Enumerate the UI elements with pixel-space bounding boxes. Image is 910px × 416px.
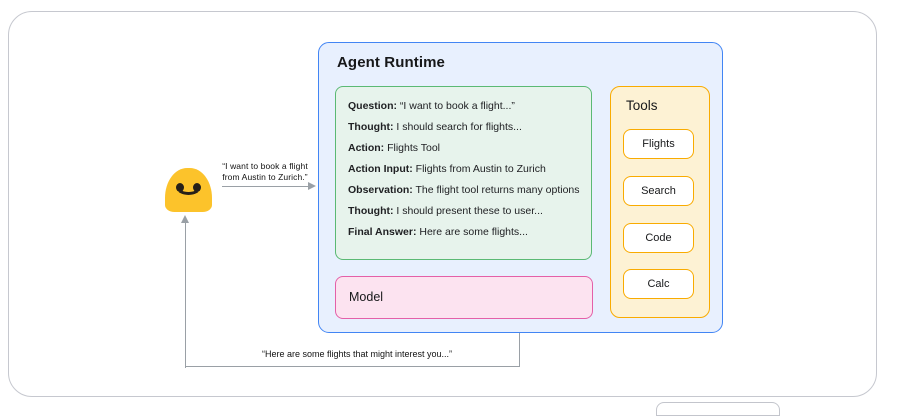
model-box: Model — [335, 276, 593, 319]
trace-label: Final Answer: — [348, 226, 417, 238]
trace-label: Action Input: — [348, 163, 413, 175]
trace-text: Flights from Austin to Zurich — [412, 163, 546, 175]
tools-title: Tools — [626, 98, 658, 113]
trace-label: Thought: — [348, 121, 394, 133]
trace-line-action: Action: Flights Tool — [348, 138, 583, 159]
agent-runtime-box: Agent Runtime Question: “I want to book … — [318, 42, 723, 333]
trace-label: Action: — [348, 142, 385, 154]
request-arrow-line — [222, 186, 310, 187]
tool-button-calc[interactable]: Calc — [623, 269, 694, 299]
reasoning-trace-box: Question: “I want to book a flight...” T… — [335, 86, 592, 260]
agent-response-label: “Here are some flights that might intere… — [261, 349, 453, 359]
user-request-label: “I want to book a flight from Austin to … — [210, 161, 320, 183]
response-arrow-head-icon — [181, 215, 189, 223]
tool-button-code[interactable]: Code — [623, 223, 694, 253]
trace-line-thought2: Thought: I should present these to user.… — [348, 201, 583, 222]
response-arrow-vertical — [185, 223, 186, 368]
trace-text: I should present these to user... — [393, 205, 543, 217]
trace-line-question: Question: “I want to book a flight...” — [348, 96, 583, 117]
trace-text: Flights Tool — [384, 142, 441, 154]
user-request-line2: from Austin to Zurich.” — [222, 172, 308, 183]
response-arrow-elbow — [186, 332, 520, 367]
trace-text: “I want to book a flight...” — [397, 100, 515, 112]
trace-text: The flight tool returns many options — [412, 184, 580, 196]
trace-label: Observation: — [348, 184, 413, 196]
cutoff-bottom-button[interactable] — [656, 402, 780, 416]
trace-label: Thought: — [348, 205, 394, 217]
trace-line-final-answer: Final Answer: Here are some flights... — [348, 222, 583, 243]
trace-label: Question: — [348, 100, 397, 112]
model-label: Model — [349, 290, 384, 304]
trace-line-thought1: Thought: I should search for flights... — [348, 117, 583, 138]
trace-text: Here are some flights... — [416, 226, 528, 238]
user-emoji — [165, 168, 212, 212]
user-request-line1: “I want to book a flight — [222, 161, 308, 171]
tools-panel: Tools Flights Search Code Calc — [610, 86, 710, 318]
agent-runtime-title: Agent Runtime — [337, 54, 445, 71]
trace-line-observation: Observation: The flight tool returns man… — [348, 180, 583, 201]
tool-button-search[interactable]: Search — [623, 176, 694, 206]
trace-text: I should search for flights... — [393, 121, 522, 133]
request-arrow-head-icon — [308, 182, 316, 190]
tool-button-flights[interactable]: Flights — [623, 129, 694, 159]
emoji-smile — [176, 180, 201, 195]
trace-line-action-input: Action Input: Flights from Austin to Zur… — [348, 159, 583, 180]
